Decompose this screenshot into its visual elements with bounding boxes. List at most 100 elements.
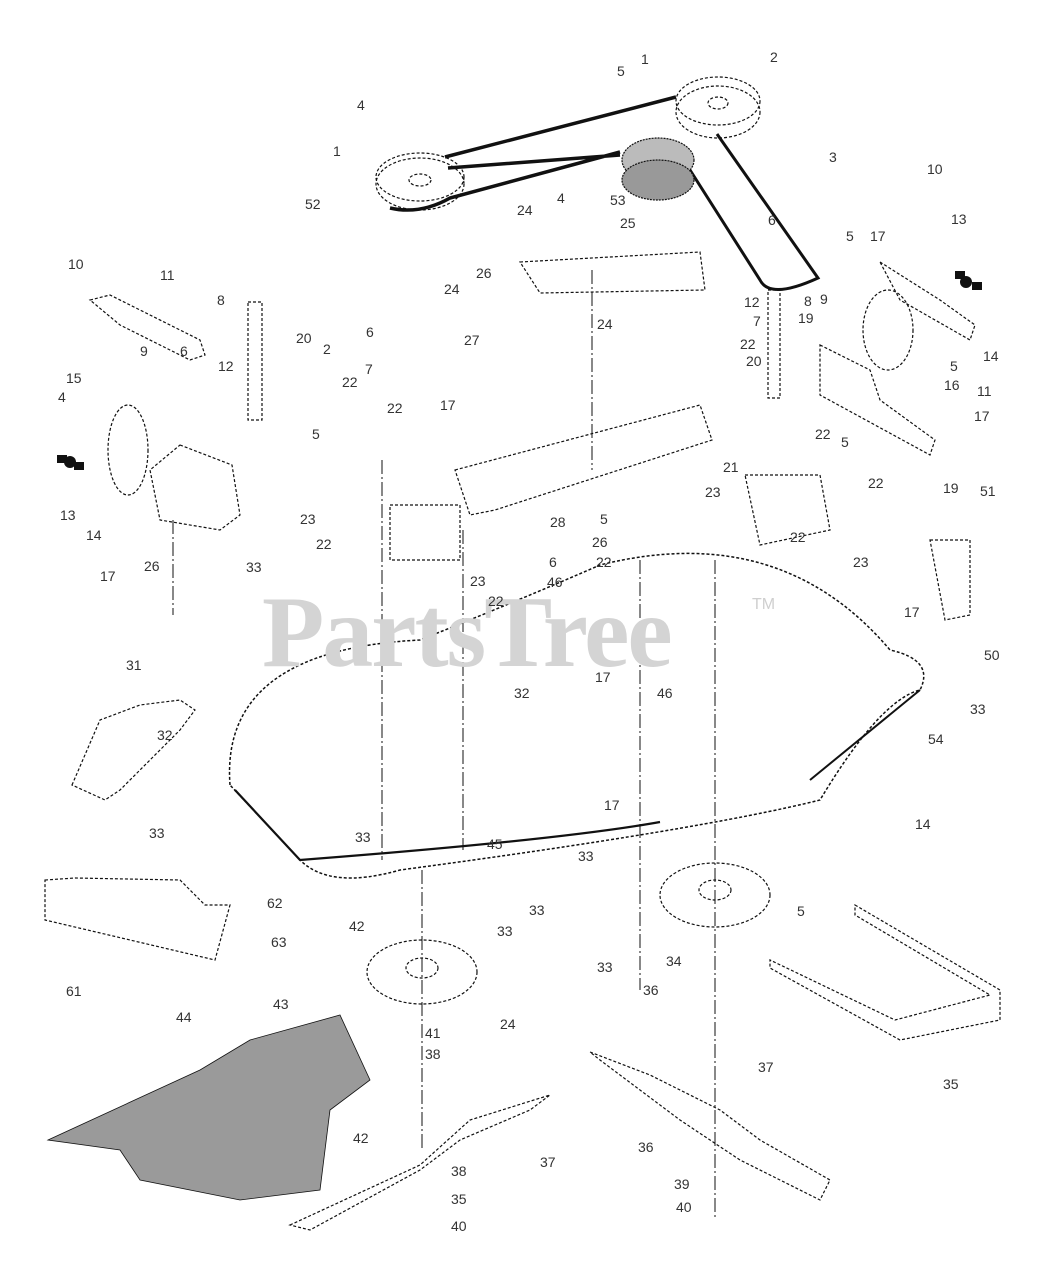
part-callout[interactable]: 8 — [804, 293, 812, 309]
part-callout[interactable]: 37 — [540, 1154, 556, 1170]
part-callout[interactable]: 13 — [60, 507, 76, 523]
part-callout[interactable]: 5 — [617, 63, 625, 79]
part-callout[interactable]: 26 — [144, 558, 160, 574]
part-callout[interactable]: 5 — [797, 903, 805, 919]
part-callout[interactable]: 17 — [974, 408, 990, 424]
part-callout[interactable]: 22 — [596, 554, 612, 570]
part-callout[interactable]: 33 — [597, 959, 613, 975]
part-callout[interactable]: 46 — [547, 574, 563, 590]
part-callout[interactable]: 10 — [927, 161, 943, 177]
part-callout[interactable]: 26 — [476, 265, 492, 281]
part-callout[interactable]: 20 — [296, 330, 312, 346]
part-callout[interactable]: 32 — [157, 727, 173, 743]
part-callout[interactable]: 33 — [578, 848, 594, 864]
part-callout[interactable]: 36 — [643, 982, 659, 998]
part-callout[interactable]: 45 — [487, 836, 503, 852]
part-callout[interactable]: 34 — [666, 953, 682, 969]
part-callout[interactable]: 38 — [451, 1163, 467, 1179]
part-callout[interactable]: 19 — [943, 480, 959, 496]
part-callout[interactable]: 61 — [66, 983, 82, 999]
part-callout[interactable]: 17 — [595, 669, 611, 685]
part-callout[interactable]: 17 — [440, 397, 456, 413]
part-callout[interactable]: 23 — [705, 484, 721, 500]
part-callout[interactable]: 39 — [674, 1176, 690, 1192]
part-callout[interactable]: 41 — [425, 1025, 441, 1041]
part-callout[interactable]: 11 — [977, 383, 992, 399]
part-callout[interactable]: 33 — [497, 923, 513, 939]
part-callout[interactable]: 6 — [549, 554, 557, 570]
part-callout[interactable]: 16 — [944, 377, 960, 393]
part-callout[interactable]: 13 — [951, 211, 967, 227]
part-callout[interactable]: 22 — [868, 475, 884, 491]
part-callout[interactable]: 31 — [126, 657, 142, 673]
part-callout[interactable]: 10 — [68, 256, 84, 272]
part-callout[interactable]: 42 — [353, 1130, 369, 1146]
part-callout[interactable]: 32 — [514, 685, 530, 701]
part-callout[interactable]: 35 — [943, 1076, 959, 1092]
part-callout[interactable]: 5 — [846, 228, 854, 244]
part-callout[interactable]: 17 — [100, 568, 116, 584]
part-callout[interactable]: 44 — [176, 1009, 192, 1025]
part-callout[interactable]: 38 — [425, 1046, 441, 1062]
part-callout[interactable]: 62 — [267, 895, 283, 911]
part-callout[interactable]: 22 — [488, 593, 504, 609]
part-callout[interactable]: 54 — [928, 731, 944, 747]
part-callout[interactable]: 43 — [273, 996, 289, 1012]
part-callout[interactable]: 6 — [366, 324, 374, 340]
part-callout[interactable]: 12 — [744, 294, 760, 310]
part-callout[interactable]: 51 — [980, 483, 996, 499]
part-callout[interactable]: 17 — [870, 228, 886, 244]
part-callout[interactable]: 26 — [592, 534, 608, 550]
part-callout[interactable]: 35 — [451, 1191, 467, 1207]
part-callout[interactable]: 12 — [218, 358, 234, 374]
part-callout[interactable]: 1 — [333, 143, 341, 159]
part-callout[interactable]: 33 — [529, 902, 545, 918]
part-callout[interactable]: 11 — [160, 267, 175, 283]
part-callout[interactable]: 19 — [798, 310, 814, 326]
part-callout[interactable]: 14 — [915, 816, 931, 832]
part-callout[interactable]: 52 — [305, 196, 321, 212]
part-callout[interactable]: 4 — [58, 389, 66, 405]
part-callout[interactable]: 22 — [387, 400, 403, 416]
part-callout[interactable]: 23 — [853, 554, 869, 570]
part-callout[interactable]: 22 — [815, 426, 831, 442]
part-callout[interactable]: 5 — [312, 426, 320, 442]
part-callout[interactable]: 36 — [638, 1139, 654, 1155]
part-callout[interactable]: 22 — [790, 529, 806, 545]
part-callout[interactable]: 2 — [770, 49, 778, 65]
part-callout[interactable]: 37 — [758, 1059, 774, 1075]
part-callout[interactable]: 25 — [620, 215, 636, 231]
part-callout[interactable]: 24 — [500, 1016, 516, 1032]
part-callout[interactable]: 17 — [904, 604, 920, 620]
part-callout[interactable]: 8 — [217, 292, 225, 308]
part-callout[interactable]: 17 — [604, 797, 620, 813]
part-callout[interactable]: 46 — [657, 685, 673, 701]
part-callout[interactable]: 3 — [829, 149, 837, 165]
part-callout[interactable]: 22 — [740, 336, 756, 352]
part-callout[interactable]: 7 — [365, 361, 373, 377]
part-callout[interactable]: 5 — [841, 434, 849, 450]
part-callout[interactable]: 27 — [464, 332, 480, 348]
part-callout[interactable]: 33 — [355, 829, 371, 845]
part-callout[interactable]: 50 — [984, 647, 1000, 663]
part-callout[interactable]: 53 — [610, 192, 626, 208]
part-callout[interactable]: 21 — [723, 459, 739, 475]
part-callout[interactable]: 23 — [470, 573, 486, 589]
part-callout[interactable]: 24 — [517, 202, 533, 218]
part-callout[interactable]: 33 — [246, 559, 262, 575]
part-callout[interactable]: 14 — [86, 527, 102, 543]
part-callout[interactable]: 5 — [950, 358, 958, 374]
part-callout[interactable]: 24 — [597, 316, 613, 332]
part-callout[interactable]: 9 — [820, 291, 828, 307]
part-callout[interactable]: 40 — [451, 1218, 467, 1234]
part-callout[interactable]: 7 — [753, 313, 761, 329]
part-callout[interactable]: 33 — [149, 825, 165, 841]
part-callout[interactable]: 28 — [550, 514, 566, 530]
part-callout[interactable]: 24 — [444, 281, 460, 297]
part-callout[interactable]: 42 — [349, 918, 365, 934]
part-callout[interactable]: 40 — [676, 1199, 692, 1215]
part-callout[interactable]: 6 — [768, 212, 776, 228]
part-callout[interactable]: 22 — [342, 374, 358, 390]
part-callout[interactable]: 2 — [323, 341, 331, 357]
part-callout[interactable]: 6 — [180, 343, 188, 359]
